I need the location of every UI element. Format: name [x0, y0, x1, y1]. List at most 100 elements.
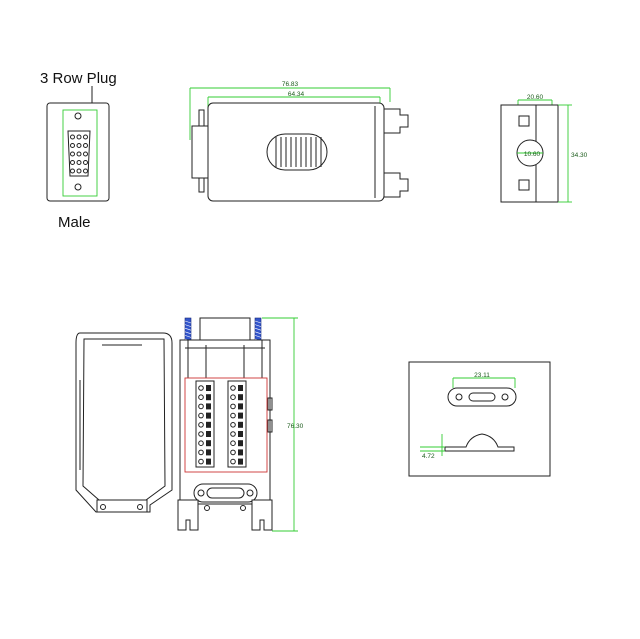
base-side-tab-bottom — [267, 419, 273, 433]
cable-clamp-slot — [206, 487, 245, 499]
terminal-contact — [206, 394, 211, 401]
db-pin — [83, 134, 88, 140]
screw-thread — [254, 320, 262, 324]
terminal-screw — [198, 403, 204, 410]
terminal-contact — [238, 431, 243, 437]
db-pin — [70, 143, 75, 148]
terminal-screw — [198, 385, 204, 391]
front-mount-hole-bottom — [74, 183, 82, 191]
terminal-contact — [238, 421, 243, 428]
terminal-contact — [206, 412, 211, 419]
top-view: 76.83 64.34 — [189, 81, 409, 202]
top-screw-upper — [198, 109, 205, 127]
db-pin — [70, 134, 75, 140]
front-dimension-frame — [62, 109, 98, 197]
terminal-contact — [206, 421, 211, 428]
front-view: 3 Row Plug Male — [40, 70, 117, 231]
terminal-screw — [198, 449, 204, 456]
terminal-contact — [238, 458, 243, 465]
open-view: 76.30 — [75, 317, 304, 532]
terminal-screw — [230, 458, 236, 465]
body-length-dim: 64.34 — [288, 91, 305, 98]
terminal-contact — [206, 431, 211, 437]
screw-thread — [184, 331, 192, 335]
grip-pad — [266, 133, 328, 171]
side-notch-bottom — [518, 179, 530, 191]
clamp-width-dim: 23.11 — [474, 372, 490, 379]
clamp-top-body — [447, 387, 517, 407]
terminal-block-left — [195, 380, 215, 468]
clamp-profile — [444, 433, 515, 452]
terminal-strip — [227, 380, 247, 468]
terminal-contact — [238, 449, 243, 456]
side-height-dim: 34.30 — [571, 152, 588, 159]
terminal-screw — [198, 412, 204, 419]
terminal-contact — [238, 403, 243, 410]
terminal-screw — [198, 431, 204, 437]
terminal-screw — [230, 394, 236, 401]
db-pin — [83, 151, 88, 157]
front-mount-hole-top — [74, 112, 82, 120]
terminal-screw — [198, 458, 204, 465]
db-pin — [70, 168, 75, 174]
terminal-strip — [195, 380, 215, 468]
terminal-contact — [238, 412, 243, 419]
lid-foot-hole-right — [137, 504, 143, 510]
open-height-dim: 76.30 — [287, 423, 304, 430]
terminal-contact — [206, 403, 211, 410]
top-dsub-nose — [191, 125, 209, 179]
grip-ridges — [275, 137, 322, 167]
terminal-zone — [184, 377, 268, 473]
lid-shell — [75, 332, 173, 513]
top-clip-lower — [383, 172, 409, 198]
base-hook-left — [177, 499, 199, 531]
db-pin — [70, 160, 75, 165]
gender-label: Male — [58, 214, 91, 231]
clamp-height-dim: 4.72 — [422, 453, 435, 460]
cable-clamp-hole-right — [246, 489, 254, 497]
screw-thread — [254, 324, 262, 327]
terminal-contact — [206, 449, 211, 456]
terminal-screw — [230, 412, 236, 419]
clamp-top-hole-left — [455, 393, 463, 401]
terminal-contact — [238, 394, 243, 401]
terminal-contact — [238, 440, 243, 447]
terminal-screw — [230, 385, 236, 391]
side-width-dim: 20.60 — [527, 94, 544, 101]
terminal-screw — [230, 431, 236, 437]
cable-hole-dim: 10.60 — [524, 151, 541, 158]
base-hook-right — [251, 499, 273, 531]
cable-clamp-hole-left — [197, 489, 205, 497]
base-side-tab-top — [267, 397, 273, 411]
terminal-contact — [206, 458, 211, 465]
db-pin — [70, 151, 75, 157]
open-dsub-shell — [199, 317, 251, 341]
terminal-contact — [206, 385, 211, 391]
terminal-screw — [230, 403, 236, 410]
clamp-detail-frame — [408, 361, 551, 477]
db-pin — [83, 160, 88, 165]
terminal-block-right — [227, 380, 247, 468]
screw-thread — [254, 327, 262, 331]
terminal-screw — [198, 422, 204, 428]
screw-thread — [184, 327, 192, 331]
lid-foot — [96, 499, 148, 513]
cable-clamp — [193, 483, 258, 503]
side-notch-top — [518, 115, 530, 127]
clamp-detail-view: 23.11 4.72 — [408, 361, 551, 477]
overall-length-dim: 76.83 — [282, 81, 299, 88]
terminal-contact — [206, 440, 211, 447]
screw-thread — [184, 335, 192, 338]
lid-foot-hole-left — [100, 504, 106, 510]
db-pin — [83, 168, 88, 174]
plug-title-label: 3 Row Plug — [40, 70, 117, 87]
screw-thread — [254, 335, 262, 338]
top-clip-upper — [383, 108, 409, 134]
terminal-screw — [230, 440, 236, 447]
terminal-screw — [198, 440, 204, 447]
screw-thread — [184, 324, 192, 327]
db-pin — [76, 151, 82, 157]
clamp-top-slot — [468, 392, 496, 402]
db-pin-grid — [70, 134, 88, 174]
